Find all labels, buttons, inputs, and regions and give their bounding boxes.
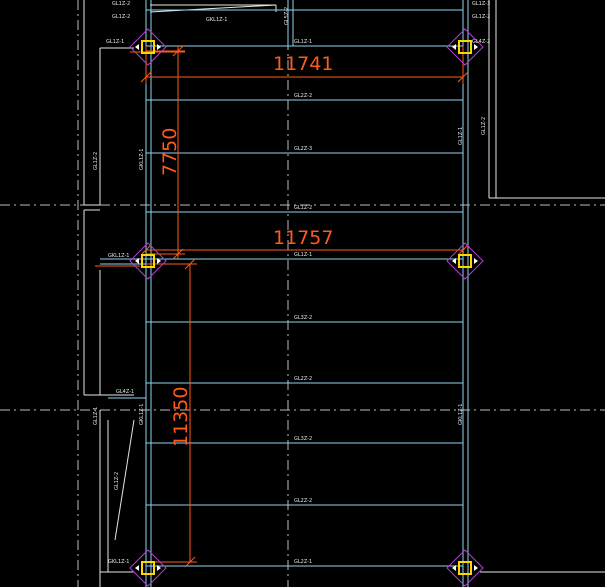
column-box (141, 40, 155, 54)
beam-label: GL1Z-2 (294, 205, 312, 211)
dim-7750-tick-bottom (172, 248, 184, 260)
beams (100, 0, 469, 587)
beam-label: GKL1Z-1 (108, 253, 129, 259)
beam-label-vertical: GL1Z-2 (481, 117, 487, 135)
beam-label-vertical: GL1Z-2 (114, 472, 120, 490)
dimension-texts: 11741 7750 11757 11350 (159, 53, 333, 447)
column-box (458, 40, 472, 54)
column-arrow-left (135, 565, 139, 571)
beam-label: GL3Z-2 (294, 436, 312, 442)
column-box (458, 561, 472, 575)
column-arrow-right (474, 565, 478, 571)
beam-label: GL1Z-1 (294, 252, 312, 258)
beam-label: GKL1Z-1 (206, 17, 227, 23)
dim-text-11757: 11757 (273, 227, 333, 249)
column-top-left (129, 28, 167, 66)
wall-diag-lower (114, 419, 135, 541)
beam-label-vertical: GKL1Z-1 (139, 404, 145, 425)
column-box (141, 561, 155, 575)
dim-11757-tick-right (457, 244, 469, 256)
column-arrow-right (474, 44, 478, 50)
beam-label: GL1Z-2 (112, 14, 130, 20)
column-bottom-left (129, 549, 167, 587)
column-marker (129, 242, 167, 280)
beam-label: GL2Z-2 (294, 93, 312, 99)
wall-top-diag (149, 4, 277, 13)
dim-11757-tick-left (140, 244, 152, 256)
column-top-right (446, 28, 484, 66)
column-arrow-right (474, 258, 478, 264)
columns (129, 28, 484, 587)
beam-label: GL4Z-2 (472, 39, 490, 45)
beam-label-vertical: GKL1Z-1 (458, 404, 464, 425)
beam-label-vertical: GL5Z-2 (284, 7, 290, 25)
column-bottom-right (446, 549, 484, 587)
column-mid-left (129, 242, 167, 280)
beam-label: GL1Z-2 (112, 1, 130, 7)
column-marker (446, 549, 484, 587)
column-marker (129, 549, 167, 587)
beam-label-vertical: GL1Z-1 (93, 407, 99, 425)
dim-11741-tick-left (140, 71, 152, 83)
column-mid-right (446, 242, 484, 280)
dim-text-11741: 11741 (273, 53, 333, 75)
column-box (141, 254, 155, 268)
column-marker (446, 242, 484, 280)
column-arrow-right (157, 44, 161, 50)
walls (83, 0, 605, 587)
beam-label: GL3Z-2 (294, 315, 312, 321)
column-arrow-left (452, 44, 456, 50)
column-arrow-left (135, 258, 139, 264)
beam-label: GKL1Z-1 (108, 559, 129, 565)
beam-label: GL1Z-2 (472, 14, 490, 20)
column-arrow-right (157, 565, 161, 571)
beam-label: GL1Z-1 (106, 39, 124, 45)
beam-label: GL2Z-1 (294, 559, 312, 565)
beam-label: GL1Z-1 (294, 39, 312, 45)
dim-11350-tick-bottom (184, 556, 196, 568)
beam-label: GL2Z-2 (294, 498, 312, 504)
beam-labels: GL1Z-2 GL1Z-2 GKL1Z-1 GL1Z-1 GL1Z-1 GL2Z… (93, 1, 490, 565)
beam-label: GL1Z-3 (472, 1, 490, 7)
beam-label: GL2Z-2 (294, 376, 312, 382)
column-box (458, 254, 472, 268)
column-arrow-left (452, 565, 456, 571)
dim-11741-tick-right (457, 71, 469, 83)
dim-7750-tick-top (172, 45, 184, 57)
beam-label: GL4Z-1 (116, 389, 134, 395)
dim-11350-tick-top (184, 258, 196, 270)
beam-label-vertical: GKL1Z-1 (139, 149, 145, 170)
column-arrow-left (135, 44, 139, 50)
beam-label: GL2Z-3 (294, 146, 312, 152)
column-marker (129, 28, 167, 66)
dim-text-11350: 11350 (170, 387, 192, 447)
beam-label-vertical: GL1Z-1 (458, 127, 464, 145)
column-arrow-left (452, 258, 456, 264)
beam-label-vertical: GL1Z-2 (93, 152, 99, 170)
column-arrow-right (157, 258, 161, 264)
dim-text-7750: 7750 (159, 128, 181, 176)
dimension-lines (95, 45, 469, 568)
column-marker (446, 28, 484, 66)
